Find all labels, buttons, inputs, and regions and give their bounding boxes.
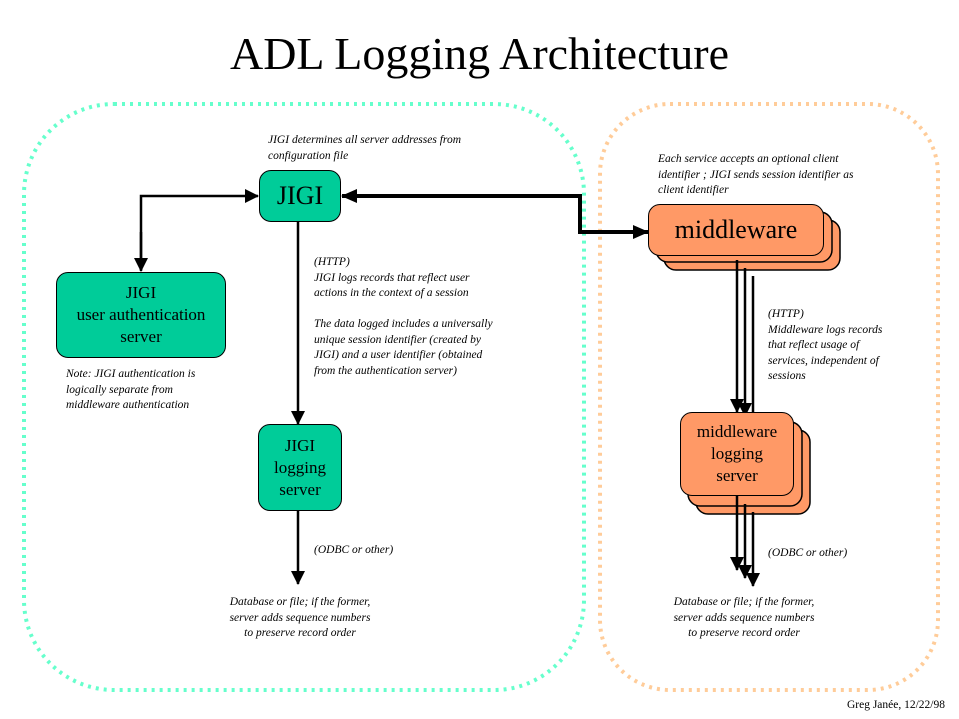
middleware-logging-box[interactable]: middleware logging server	[680, 412, 794, 496]
middleware-region-border	[598, 102, 940, 692]
note-auth: Note: JIGI authentication is logically s…	[66, 368, 196, 411]
auth-server-box[interactable]: JIGI user authentication server	[56, 272, 226, 358]
note-jigi-http: (HTTP) JIGI logs records that reflect us…	[314, 256, 493, 377]
jigi-box[interactable]: JIGI	[259, 170, 341, 222]
note-middleware-odbc: (ODBC or other)	[768, 547, 848, 559]
note-middleware-db: Database or file; if the former, server …	[673, 596, 815, 639]
middleware-box[interactable]: middleware	[648, 204, 824, 256]
arrow-auth-to-jigi	[139, 189, 259, 270]
diagram-title: ADL Logging Architecture	[229, 28, 730, 79]
jigi-logging-box[interactable]: JIGI logging server	[258, 424, 342, 511]
author-credit: Greg Janée, 12/22/98	[846, 699, 945, 711]
jigi-region-border	[22, 102, 586, 692]
note-jigi-db: Database or file; if the former, server …	[229, 596, 371, 639]
arrow-jigi-middleware	[578, 196, 649, 239]
note-middleware-client: Each service accepts an optional client …	[658, 153, 854, 196]
note-jigi-odbc: (ODBC or other)	[314, 544, 394, 556]
note-jigi-config: JIGI determines all server addresses fro…	[268, 134, 462, 162]
note-middleware-http: (HTTP) Middleware logs records that refl…	[768, 308, 883, 382]
